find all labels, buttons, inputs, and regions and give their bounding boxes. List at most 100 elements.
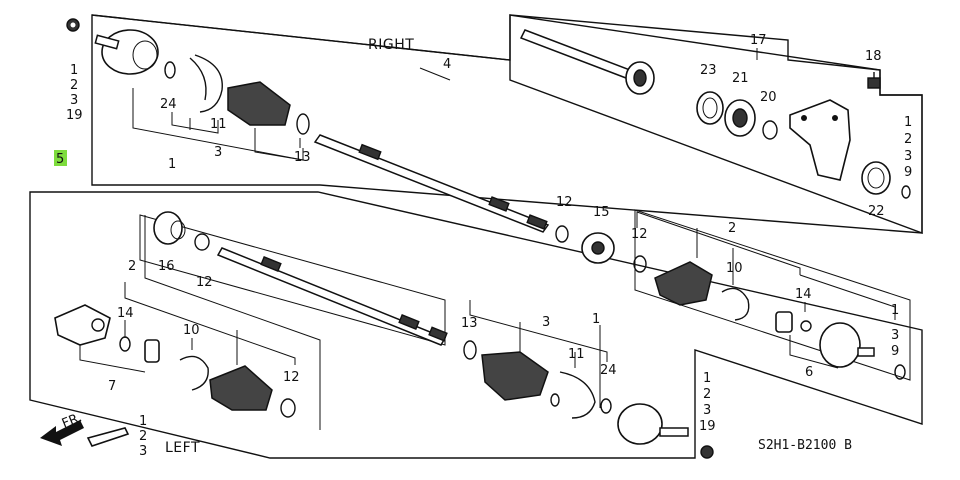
label-3: 3 bbox=[542, 315, 550, 330]
label-1: 1 bbox=[904, 115, 912, 130]
right-inner-frame bbox=[509, 14, 923, 235]
label-2: 2 bbox=[703, 387, 711, 402]
boot-band-13-icon bbox=[296, 113, 310, 135]
label-14: 14 bbox=[117, 306, 134, 321]
front-arrow-icon bbox=[40, 420, 84, 446]
label-11: 11 bbox=[568, 347, 585, 362]
label-1: 1 bbox=[168, 157, 176, 172]
label-1: 1 bbox=[592, 312, 600, 327]
spider-l-icon bbox=[144, 339, 160, 363]
label-1: 1 bbox=[703, 371, 711, 386]
label-10: 10 bbox=[726, 261, 743, 276]
label-9: 9 bbox=[904, 165, 912, 180]
leader-lines bbox=[79, 48, 896, 430]
spider-15-icon bbox=[581, 232, 615, 264]
label-2: 2 bbox=[904, 132, 912, 147]
label-24: 24 bbox=[160, 97, 177, 112]
label-11: 11 bbox=[210, 117, 227, 132]
clip-12-c-icon bbox=[194, 233, 210, 251]
side-label-right: RIGHT bbox=[368, 37, 414, 53]
label-1: 1 bbox=[70, 63, 78, 78]
label-22: 22 bbox=[868, 204, 885, 219]
bearing-23-icon bbox=[696, 91, 724, 125]
boot-band-11-icon bbox=[189, 54, 223, 113]
label-3: 3 bbox=[904, 149, 912, 164]
label-20: 20 bbox=[760, 90, 777, 105]
clip-9-icon bbox=[901, 185, 911, 199]
label-15: 15 bbox=[593, 205, 610, 220]
left-shaft-frame bbox=[29, 191, 923, 459]
snap-ring-24-c-icon bbox=[600, 398, 612, 414]
left-inboard-boot-icon bbox=[209, 365, 273, 411]
label-12: 12 bbox=[283, 370, 300, 385]
label-23: 23 bbox=[700, 63, 717, 78]
inboard-boot-icon bbox=[654, 261, 713, 306]
label-6: 6 bbox=[805, 365, 813, 380]
label-21: 21 bbox=[732, 71, 749, 86]
inboard-joint-7-icon bbox=[54, 304, 111, 346]
right-driveshaft-icon bbox=[313, 134, 550, 233]
nut-19-c-icon bbox=[700, 445, 714, 459]
label-3: 3 bbox=[139, 444, 147, 459]
label-5: 5 bbox=[56, 152, 64, 167]
label-2: 2 bbox=[139, 429, 147, 444]
clip-12-b-icon bbox=[633, 255, 647, 273]
left-inner-frame bbox=[139, 214, 446, 346]
label-17: 17 bbox=[750, 33, 767, 48]
label-16: 16 bbox=[158, 259, 175, 274]
boot-band-10-icon bbox=[721, 287, 750, 321]
boot-band-10-l-icon bbox=[179, 355, 209, 391]
label-14: 14 bbox=[795, 287, 812, 302]
left-driveshaft-icon bbox=[216, 247, 448, 346]
label-3: 3 bbox=[70, 93, 78, 108]
label-2: 2 bbox=[728, 221, 736, 236]
clip-9-m-icon bbox=[894, 364, 906, 380]
inboard-joint-6-icon bbox=[819, 322, 875, 368]
intermediate-shaft-icon bbox=[519, 29, 655, 95]
snap-ring-20-icon bbox=[762, 120, 778, 140]
side-label-left: LEFT bbox=[165, 440, 200, 456]
label-12: 12 bbox=[556, 195, 573, 210]
label-24: 24 bbox=[600, 363, 617, 378]
label-19: 19 bbox=[699, 419, 716, 434]
seal-22-icon bbox=[861, 161, 891, 195]
label-10: 10 bbox=[183, 323, 200, 338]
label-12: 12 bbox=[196, 275, 213, 290]
highlight-5 bbox=[54, 150, 67, 166]
clip-14-l-icon bbox=[119, 336, 131, 352]
grease-tube-icon bbox=[86, 427, 130, 447]
boot-band-11-c-icon bbox=[550, 371, 596, 419]
label-1: 1 bbox=[139, 414, 147, 429]
right-outboard-joint bbox=[94, 29, 159, 75]
label-7: 7 bbox=[108, 379, 116, 394]
nut-16-icon bbox=[153, 211, 186, 245]
clip-12-a-icon bbox=[555, 225, 569, 243]
bolt-18-icon bbox=[867, 72, 881, 89]
left-outboard-joint-icon bbox=[617, 403, 689, 445]
diagram-code: S2H1-B2100 B bbox=[758, 438, 852, 453]
snap-ring-24-icon bbox=[164, 61, 176, 79]
label-2: 2 bbox=[70, 78, 78, 93]
label-19: 19 bbox=[66, 108, 83, 123]
left-outboard-boot-icon bbox=[481, 351, 549, 401]
label-18: 18 bbox=[865, 49, 882, 64]
label-9: 9 bbox=[891, 344, 899, 359]
bearing-21-icon bbox=[724, 99, 756, 137]
boot-band-13-c-icon bbox=[463, 340, 477, 360]
label-3: 3 bbox=[214, 145, 222, 160]
clip-12-d-icon bbox=[280, 398, 296, 418]
label-1: 1 bbox=[891, 303, 899, 318]
label-3: 3 bbox=[891, 328, 899, 343]
label-3: 3 bbox=[703, 403, 711, 418]
label-2: 2 bbox=[128, 259, 136, 274]
label-13: 13 bbox=[294, 150, 311, 165]
label-13: 13 bbox=[461, 316, 478, 331]
label-4: 4 bbox=[443, 57, 451, 72]
nut-icon bbox=[66, 18, 80, 32]
middle-frame bbox=[634, 209, 911, 381]
spider-14-icon bbox=[775, 311, 812, 333]
bearing-support-icon bbox=[789, 99, 851, 181]
front-arrow-label: FR. bbox=[60, 410, 84, 431]
right-shaft-frame-top bbox=[91, 14, 511, 61]
